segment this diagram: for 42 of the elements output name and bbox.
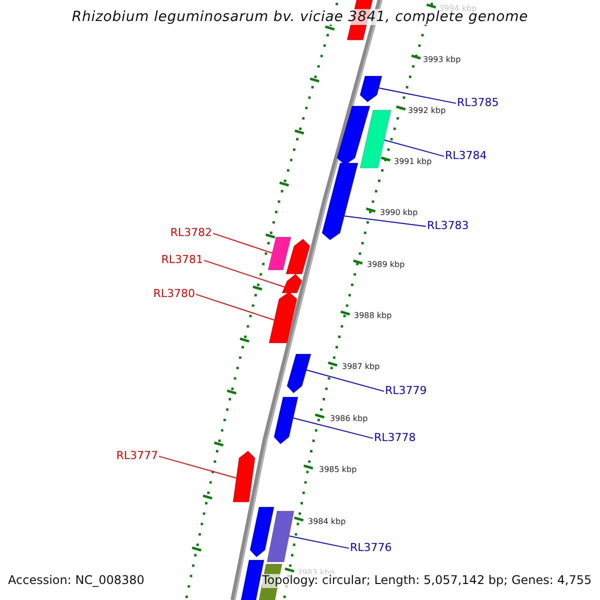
gene-label: RL3779 [385, 385, 427, 398]
scale-label: 3991 kbp [394, 157, 432, 166]
leader-line [306, 370, 384, 392]
leader-line [204, 260, 285, 288]
gene-label: RL3776 [350, 542, 392, 555]
leader-line [344, 216, 426, 227]
leader-line [196, 294, 275, 320]
leader-line [288, 536, 350, 549]
leader-line [378, 88, 456, 104]
gene-block [360, 76, 382, 102]
gene-label: RL3781 [161, 254, 203, 267]
gene-label: RL3777 [116, 450, 158, 463]
scale-label: 3989 kbp [367, 260, 405, 270]
gene-block [322, 162, 358, 240]
gene-bar [360, 110, 392, 168]
scale-label: 3990 kbp [380, 208, 418, 218]
accession-text: Accession: NC_008380 [8, 574, 144, 588]
gene-label: RL3785 [457, 97, 499, 110]
gene-bar [266, 510, 294, 562]
gene-block [274, 396, 298, 444]
gene-bar [268, 236, 292, 270]
gene-block [286, 354, 312, 394]
gene-label: RL3778 [374, 432, 416, 445]
genome-summary-text: Topology: circular; Length: 5,057,142 bp; Genes: 4,755 [262, 574, 592, 588]
gene-label: RL3784 [445, 150, 487, 163]
scale-label: 3993 kbp [423, 55, 461, 64]
gene-block [232, 450, 256, 502]
leader-line [212, 232, 273, 254]
scale-label: 3985 kbp [319, 465, 357, 474]
gene-block [250, 506, 274, 558]
gene-block [336, 106, 370, 166]
leader-line [158, 456, 237, 478]
gene-label: RL3782 [170, 227, 212, 240]
gene-label: RL3780 [153, 288, 195, 301]
leader-line [292, 418, 374, 439]
scale-label: 3984 kbp [308, 517, 346, 526]
gene-label: RL3783 [427, 220, 469, 233]
scale-label: 3987 kbp [342, 362, 380, 372]
scale-label: 3992 kbp [408, 106, 446, 116]
scale-label: 3986 kbp [330, 414, 368, 424]
scale-label: 3988 kbp [354, 311, 392, 320]
leader-line [384, 140, 444, 157]
